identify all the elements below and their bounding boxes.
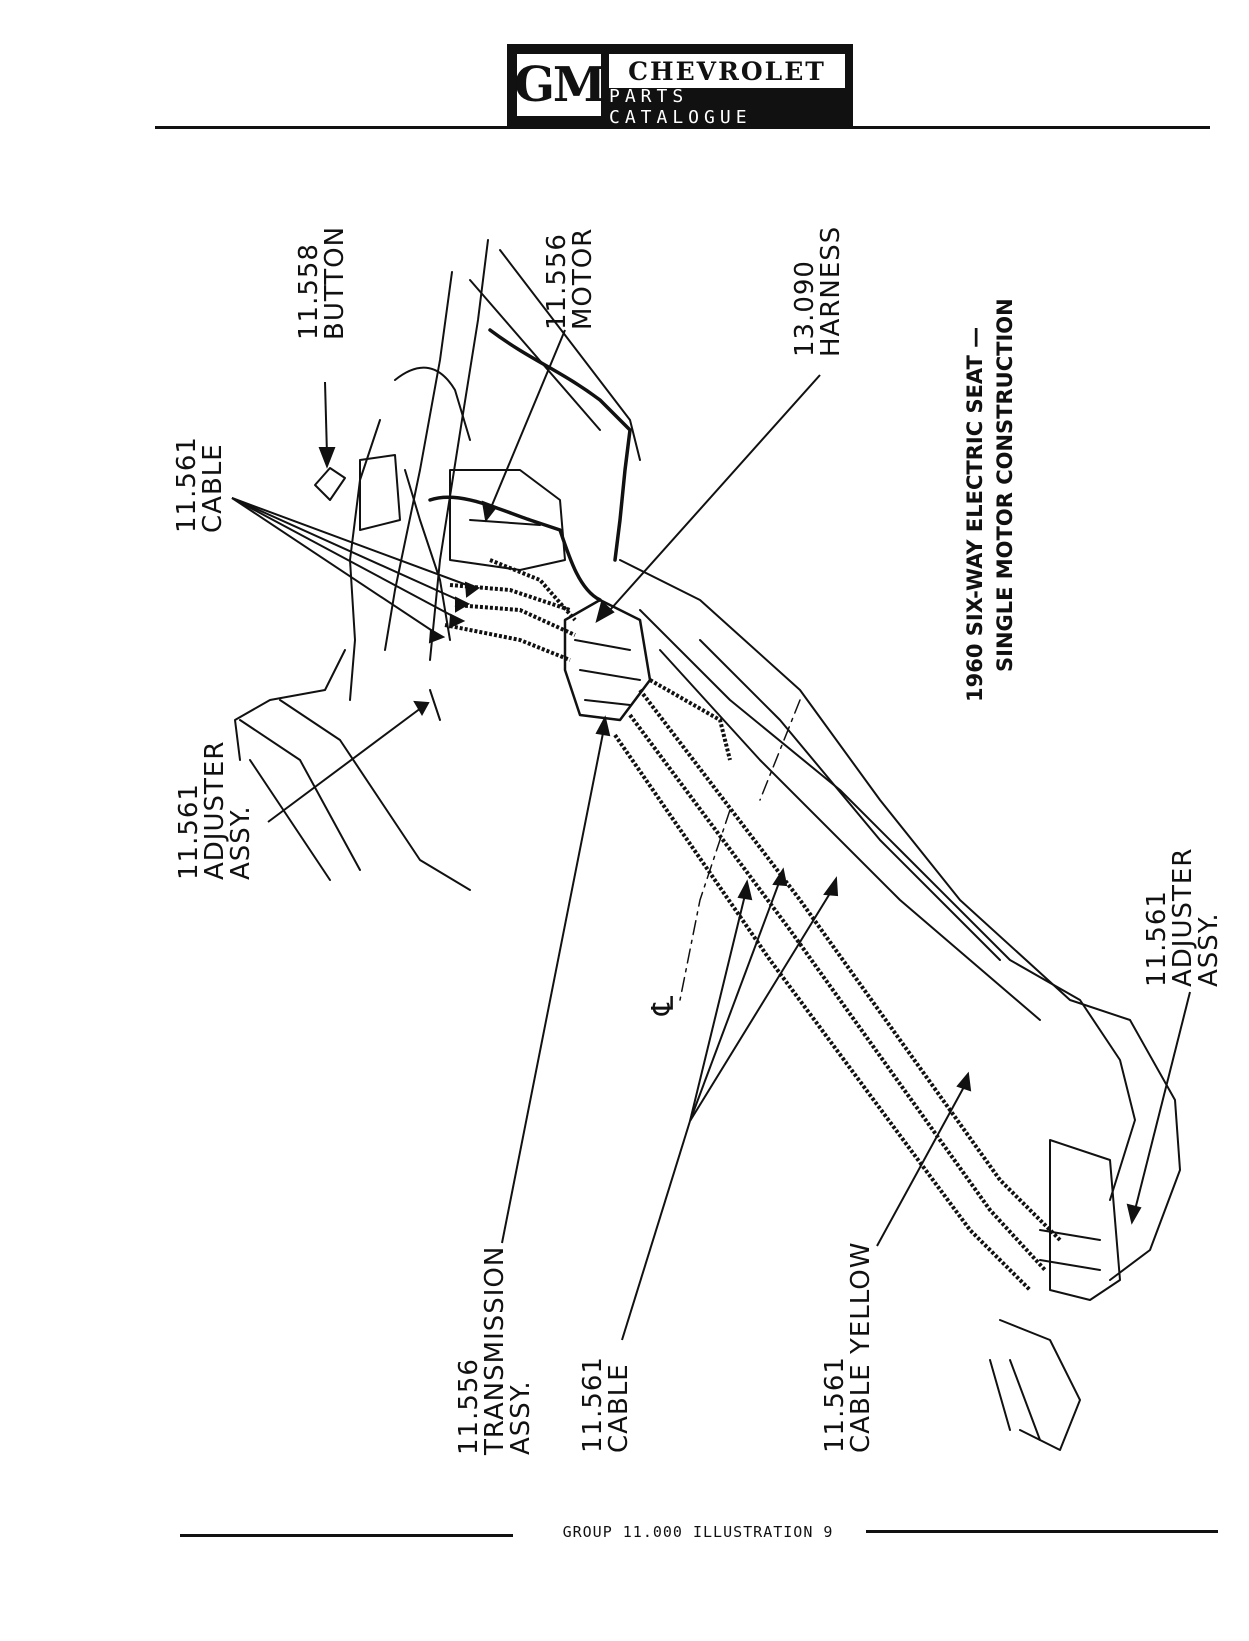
callout-adjuster-right: 11.561 ADJUSTER ASSY. <box>1142 847 1224 987</box>
centerline-symbol: ℄ <box>646 995 682 1016</box>
callout-cable-upper-number: 11.561 <box>172 436 202 533</box>
callout-adjuster-right-name2: ASSY. <box>1194 912 1224 987</box>
callout-adjuster-left-name: ADJUSTER <box>200 740 230 880</box>
footer-rule-left <box>180 1534 513 1537</box>
callout-cable-lower-name: CABLE <box>604 1363 634 1453</box>
callout-adjuster-right-number: 11.561 <box>1142 890 1172 987</box>
callout-harness: 13.090 HARNESS <box>790 225 846 357</box>
callout-button: 11.558 BUTTON <box>294 225 350 340</box>
callout-transmission: 11.556 TRANSMISSION ASSY. <box>454 1245 536 1455</box>
diagram-title-line1: 1960 SIX-WAY ELECTRIC SEAT — <box>963 326 987 702</box>
header-rule <box>155 126 1210 129</box>
callout-cable-upper-name: CABLE <box>198 443 228 533</box>
callout-motor-number: 11.556 <box>542 233 572 330</box>
brand-name: CHEVROLET <box>609 54 845 88</box>
gm-chevrolet-logo: GM CHEVROLET PARTS CATALOGUE <box>507 44 853 128</box>
callout-cable-yellow-name: CABLE YELLOW <box>846 1241 876 1453</box>
callout-adjuster-left: 11.561 ADJUSTER ASSY. <box>174 740 256 880</box>
callout-button-number: 11.558 <box>294 243 324 340</box>
callout-transmission-number: 11.556 <box>454 1358 484 1455</box>
diagram-title-line2: SINGLE MOTOR CONSTRUCTION <box>993 298 1018 672</box>
callout-cable-lower: 11.561 CABLE <box>578 1356 634 1453</box>
callout-cable-lower-number: 11.561 <box>578 1356 608 1453</box>
footer-rule-right <box>866 1530 1218 1533</box>
callout-motor: 11.556 MOTOR <box>542 227 598 330</box>
callout-motor-name: MOTOR <box>568 227 598 330</box>
footer-illustration-ref: GROUP 11.000 ILLUSTRATION 9 <box>562 1523 834 1541</box>
callout-harness-number: 13.090 <box>790 260 820 357</box>
callout-adjuster-left-name2: ASSY. <box>226 805 256 880</box>
callout-harness-name: HARNESS <box>816 225 846 357</box>
callout-transmission-name2: ASSY. <box>506 1380 536 1455</box>
gm-logo-mark: GM <box>514 52 606 118</box>
callout-adjuster-right-name: ADJUSTER <box>1168 847 1198 987</box>
callout-button-name: BUTTON <box>320 225 350 340</box>
callout-cable-yellow: 11.561 CABLE YELLOW <box>820 1241 876 1453</box>
callout-adjuster-left-number: 11.561 <box>174 783 204 880</box>
diagram-title: 1960 SIX-WAY ELECTRIC SEAT — SINGLE MOTO… <box>960 298 1021 702</box>
callout-cable-upper: 11.561 CABLE <box>172 436 228 533</box>
callout-cable-yellow-number: 11.561 <box>820 1356 850 1453</box>
callout-transmission-name: TRANSMISSION <box>480 1245 510 1455</box>
